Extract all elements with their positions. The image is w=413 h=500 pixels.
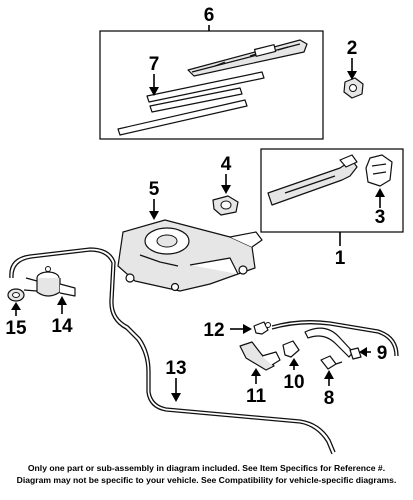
wiper-blade bbox=[187, 39, 308, 77]
disclaimer-footer: Only one part or sub-assembly in diagram… bbox=[0, 462, 413, 486]
washer-hose bbox=[9, 247, 336, 455]
callout-11: 11 bbox=[246, 386, 267, 407]
callout-4: 4 bbox=[221, 154, 232, 175]
disclaimer-line-2: Diagram may not be specific to your vehi… bbox=[16, 475, 397, 485]
callout-3: 3 bbox=[375, 207, 386, 228]
callout-7: 7 bbox=[149, 54, 160, 75]
arm-cover bbox=[365, 154, 393, 187]
elbow-hose bbox=[304, 327, 362, 360]
washer-pump bbox=[23, 266, 76, 297]
hose-connector bbox=[253, 321, 271, 335]
blade-inserts bbox=[117, 71, 265, 136]
blade-group-box bbox=[99, 30, 324, 140]
wiper-arm bbox=[267, 154, 358, 206]
callout-6: 6 bbox=[204, 5, 215, 26]
upper-hose bbox=[271, 320, 399, 357]
disclaimer-line-1: Only one part or sub-assembly in diagram… bbox=[27, 463, 386, 473]
callout-13: 13 bbox=[165, 358, 186, 379]
callout-1: 1 bbox=[335, 248, 346, 269]
nut bbox=[343, 77, 364, 99]
arm-group-box bbox=[260, 148, 404, 233]
callout-12: 12 bbox=[203, 320, 224, 341]
leader-lines bbox=[11, 25, 385, 402]
clip bbox=[282, 340, 300, 358]
callout-9: 9 bbox=[377, 343, 388, 364]
callout-10: 10 bbox=[283, 372, 304, 393]
pump-grommet bbox=[7, 288, 25, 302]
wiper-motor bbox=[117, 219, 263, 292]
check-valve bbox=[320, 355, 343, 370]
callout-15: 15 bbox=[5, 318, 27, 339]
callout-2: 2 bbox=[347, 38, 358, 59]
grommet bbox=[212, 195, 239, 216]
callout-14: 14 bbox=[51, 316, 73, 337]
callout-5: 5 bbox=[149, 179, 160, 200]
callout-8: 8 bbox=[324, 388, 335, 409]
washer-nozzle bbox=[239, 341, 281, 371]
